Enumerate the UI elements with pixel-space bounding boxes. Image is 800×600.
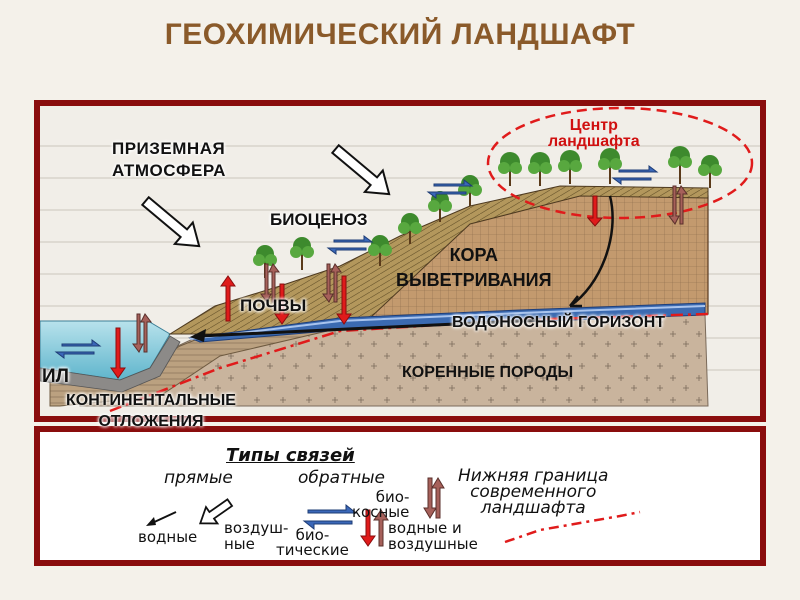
blue-double-arrow (54, 339, 102, 359)
brown-updown-arrow (260, 263, 280, 303)
red-vertical-arrow (586, 195, 604, 227)
brown-updown-arrow (322, 263, 342, 303)
red-vertical-arrow (336, 275, 352, 325)
label-atmosphere: ПРИЗЕМНАЯ АТМОСФЕРА (112, 139, 226, 180)
legend-air-arrow-icon (198, 498, 234, 525)
silt-layer (40, 335, 181, 393)
legend-biotic-label: био- тические (276, 526, 349, 559)
legend-water-arrow-icon (146, 511, 177, 526)
legend-direct-label: прямые (164, 468, 233, 488)
legend-water-air-label: водные и воздушные (388, 519, 478, 553)
label-continental-deposits: КОНТИНЕНТАЛЬНЫЕ ОТЛОЖЕНИЯ (66, 392, 236, 430)
label-landscape-center: Центр ландшафта (548, 117, 640, 150)
red-vertical-arrow (220, 275, 236, 322)
label-aquifer: ВОДОНОСНЫЙ ГОРИЗОНТ (452, 314, 666, 331)
infiltration-line (569, 195, 614, 308)
air-flow-arrow-upper (330, 143, 391, 196)
tree-group (253, 146, 722, 278)
legend-reverse-label: обратные (298, 468, 385, 488)
groundwater-flow-arrow (199, 318, 541, 338)
label-weathering-crust: КОРА ВЫВЕТРИВАНИЯ (396, 245, 552, 290)
blue-double-arrow (611, 165, 659, 185)
brown-updown-arrow (132, 313, 152, 353)
label-biocenosis: БИОЦЕНОЗ (270, 210, 368, 229)
blue-double-arrow (426, 179, 474, 199)
label-silt: ИЛ (42, 366, 69, 387)
legend-air-label: воздуш- ные (224, 519, 289, 553)
legend-boundary-line-icon (504, 510, 641, 544)
red-vertical-arrow (274, 283, 290, 325)
legend-water-air-arrow-icon (360, 509, 389, 547)
page-title: ГЕОХИМИЧЕСКИЙ ЛАНДШАФТ (164, 18, 636, 51)
legend-heading: Типы связей (226, 445, 355, 466)
brown-updown-arrow (668, 185, 688, 225)
label-bedrock: КОРЕННЫЕ ПОРОДЫ (402, 364, 574, 381)
legend-bio-inert-label: био- косные (352, 488, 410, 521)
legend-water-label: водные (138, 528, 198, 546)
legend-bio-inert-arrow-icon (423, 477, 445, 519)
air-flow-arrow-lower (140, 195, 201, 248)
label-soils: ПОЧВЫ (240, 296, 307, 315)
landscape-center-ellipse (486, 106, 754, 220)
lower-boundary-line (109, 312, 709, 413)
legend-panel (40, 432, 760, 560)
blue-double-arrow (326, 235, 374, 255)
red-vertical-arrow (110, 327, 126, 379)
legend-biotic-arrow-icon (302, 503, 358, 531)
landscape-diagram (40, 106, 760, 416)
legend-lower-boundary-label: Нижняя граница современного ландшафта (458, 466, 609, 518)
